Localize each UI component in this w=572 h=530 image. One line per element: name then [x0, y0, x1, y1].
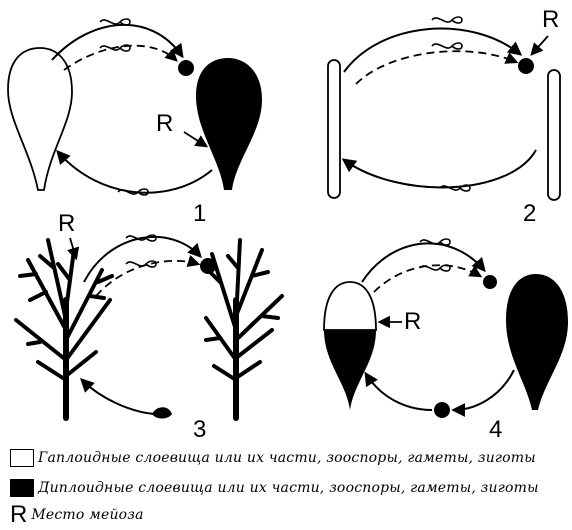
- legend-meiosis-text: Место мейоза: [31, 507, 143, 523]
- panel-1: [8, 19, 262, 195]
- panel-4: [324, 239, 568, 418]
- meiosis-arrow: [532, 36, 548, 54]
- gamete-arrow-inner: [64, 46, 176, 70]
- gamete-arrow-outer: [52, 25, 182, 60]
- diploid-branched-thallus: [206, 240, 282, 418]
- diploid-thallus: [196, 58, 262, 190]
- life-cycle-diagram: [0, 0, 572, 440]
- gamete-arrow-outer: [362, 243, 484, 282]
- panel-number-1: 1: [193, 202, 206, 226]
- legend-meiosis-symbol: R: [10, 503, 27, 527]
- diploid-thallus: [506, 274, 568, 410]
- diploid-branched-thallus: [16, 240, 112, 418]
- legend-haploid: Гаплоидные слоевища или их части, зооспо…: [10, 446, 536, 470]
- meiosis-mark: R: [542, 8, 559, 32]
- panel-number-3: 3: [193, 418, 206, 442]
- zygote: [178, 60, 194, 76]
- diploid-thallus-part: [324, 330, 376, 410]
- gamete-arrow-outer: [344, 29, 520, 72]
- zygote: [434, 402, 450, 418]
- meiosis-arrow: [184, 132, 206, 146]
- legend-diploid-text: Диплоидные слоевища или их части, зооспо…: [38, 480, 539, 496]
- zoospore-arrow: [344, 150, 536, 187]
- zoospore-arrow: [82, 380, 154, 414]
- haploid-thallus: [8, 48, 72, 190]
- zygote-arrow: [454, 370, 514, 410]
- legend-haploid-text: Гаплоидные слоевища или их части, зооспо…: [38, 450, 536, 466]
- gamete-icon: [432, 43, 462, 49]
- legend-meiosis: R Место мейоза: [10, 503, 144, 527]
- panel-3: [16, 235, 282, 419]
- gamete-icon: [432, 17, 462, 23]
- zygote: [518, 58, 534, 74]
- zoospore-icon: [152, 407, 172, 418]
- meiosis-mark: R: [404, 310, 421, 334]
- haploid-swatch: [10, 449, 34, 467]
- zoospore-arrow: [366, 374, 432, 410]
- gamete-arrow-inner: [356, 51, 516, 84]
- zoospore-arrow: [58, 152, 212, 193]
- haploid-filament: [328, 60, 340, 198]
- haploid-thallus-part: [324, 282, 376, 330]
- panel-number-4: 4: [489, 418, 502, 442]
- legend-diploid: Диплоидные слоевища или их части, зооспо…: [10, 476, 539, 500]
- haploid-filament: [548, 70, 560, 200]
- panel-2: [328, 17, 560, 200]
- panel-number-2: 2: [523, 202, 536, 226]
- diploid-swatch: [10, 479, 34, 497]
- zygote: [200, 258, 216, 274]
- meiosis-mark: R: [58, 212, 75, 236]
- gamete-arrow-inner: [374, 265, 480, 292]
- zygote: [483, 275, 497, 289]
- meiosis-mark: R: [156, 112, 173, 136]
